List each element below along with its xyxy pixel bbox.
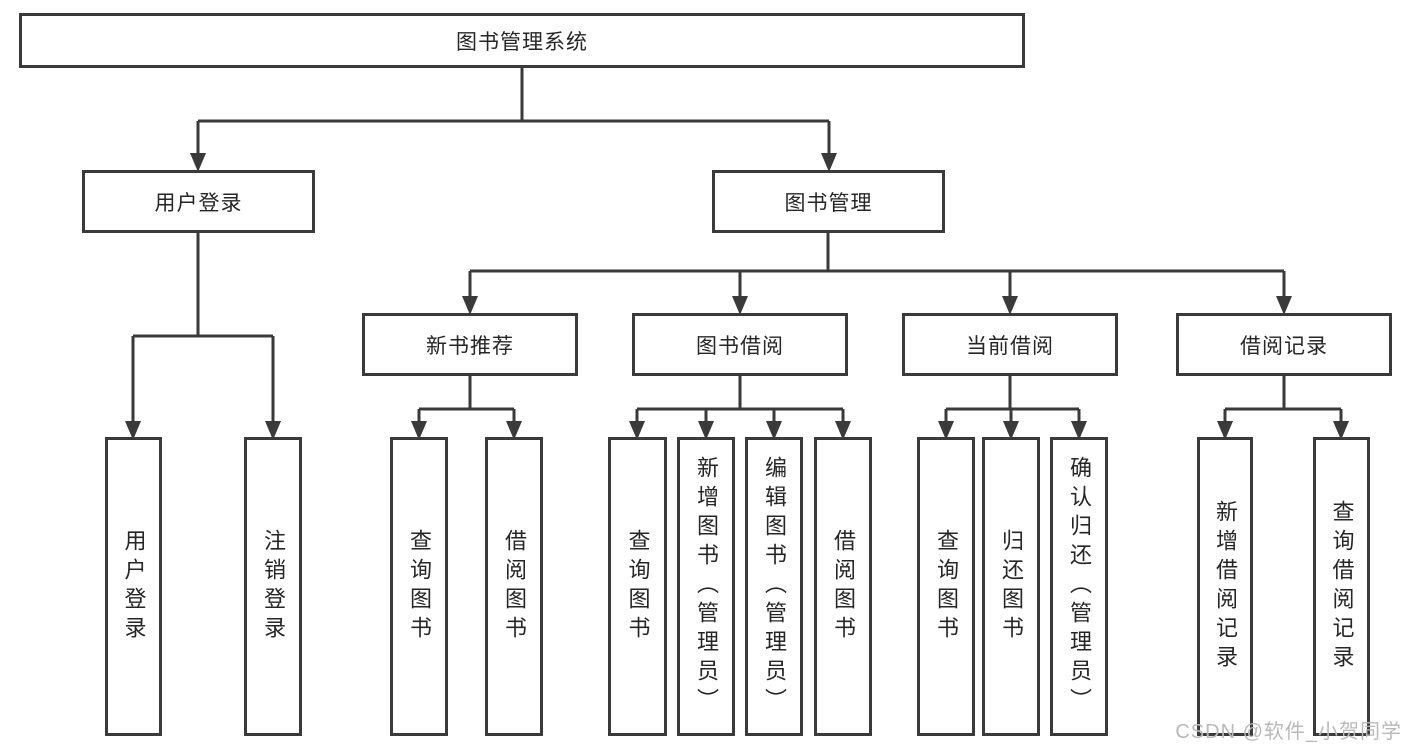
leaf-borrow-books-borrowing: 借阅图书 bbox=[814, 437, 872, 736]
node-borrowing-records: 借阅记录 bbox=[1176, 313, 1392, 376]
leaf-add-book-admin: 新增图书（管理员） bbox=[677, 437, 735, 736]
node-user-login: 用户登录 bbox=[82, 170, 315, 233]
leaf-confirm-return-admin: 确认归还（管理员） bbox=[1050, 437, 1108, 736]
node-library-management-system: 图书管理系统 bbox=[19, 13, 1025, 68]
node-new-book-recommendation: 新书推荐 bbox=[362, 313, 578, 376]
leaf-borrow-books-recommend: 借阅图书 bbox=[485, 437, 543, 736]
leaf-logout: 注销登录 bbox=[244, 437, 302, 736]
node-book-management: 图书管理 bbox=[712, 170, 945, 233]
leaf-query-books-current: 查询图书 bbox=[917, 437, 975, 736]
leaf-edit-book-admin: 编辑图书（管理员） bbox=[745, 437, 803, 736]
watermark: CSDN @软件_小贺同学 bbox=[1175, 721, 1402, 743]
leaf-query-books-borrowing: 查询图书 bbox=[608, 437, 667, 736]
node-book-borrowing: 图书借阅 bbox=[632, 313, 848, 376]
leaf-user-login: 用户登录 bbox=[105, 437, 162, 736]
leaf-query-books-recommend: 查询图书 bbox=[390, 437, 448, 736]
node-current-borrowing: 当前借阅 bbox=[902, 313, 1118, 376]
leaf-query-borrow-record: 查询借阅记录 bbox=[1313, 437, 1370, 736]
leaf-return-books: 归还图书 bbox=[982, 437, 1040, 736]
leaf-add-borrow-record: 新增借阅记录 bbox=[1197, 437, 1253, 736]
